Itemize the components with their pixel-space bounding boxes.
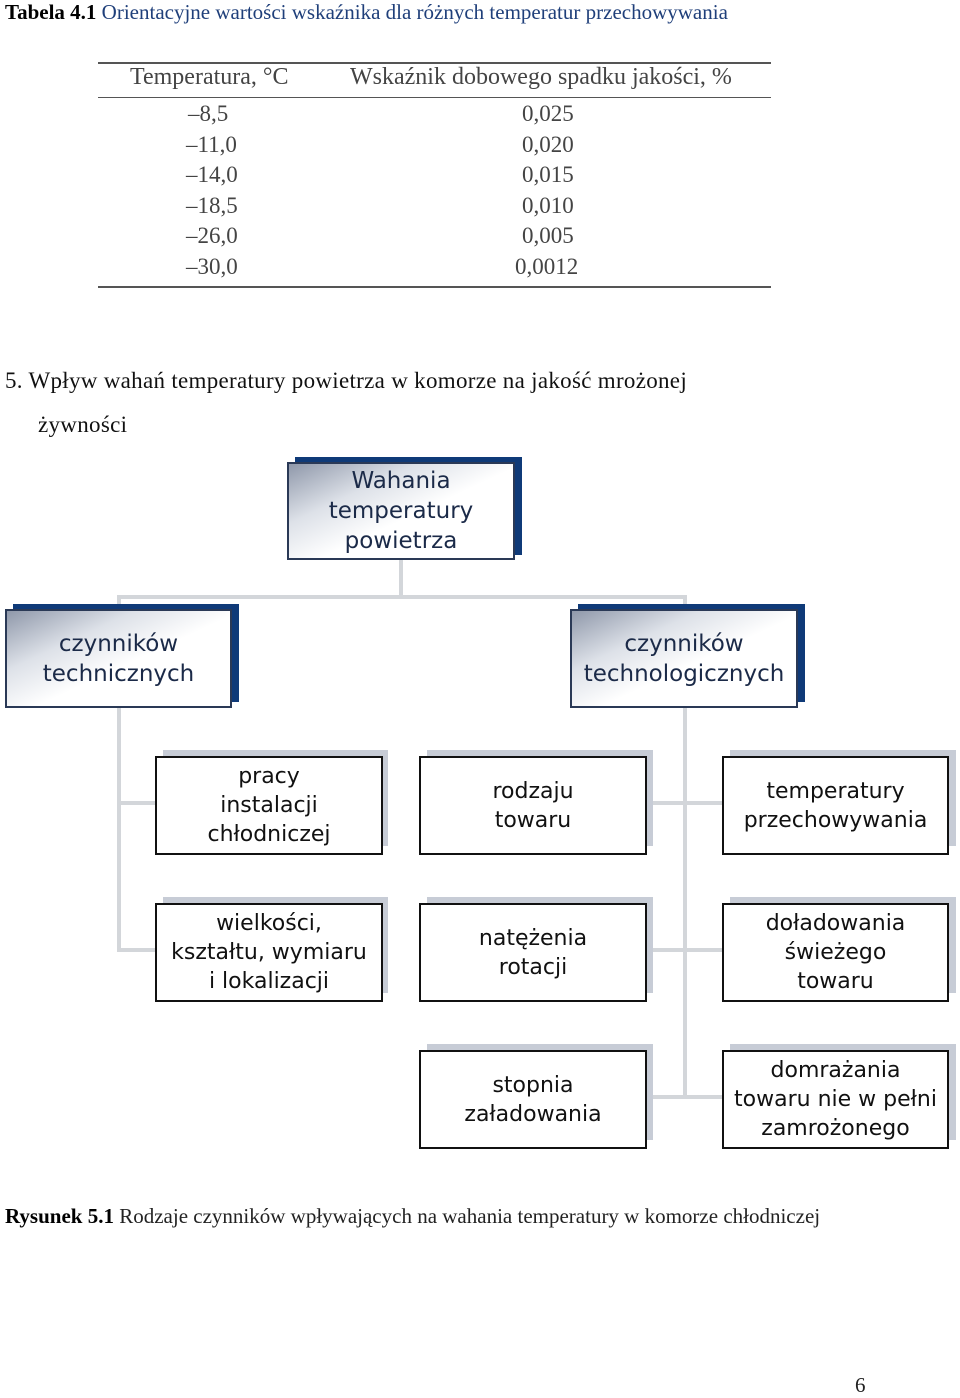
table-header-rule <box>98 97 771 98</box>
table-caption-prefix: Tabela 4.1 <box>5 0 97 24</box>
node-fresh-goods-loading: doładowania świeżego towaru <box>722 903 949 1002</box>
figure-caption: Rysunek 5.1 Rodzaje czynników wpływający… <box>5 1204 820 1229</box>
node-fresh-goods-loading-label: doładowania świeżego towaru <box>765 911 906 994</box>
node-room-size-shape: wielkości, kształtu, wymiaru i lokalizac… <box>155 903 383 1002</box>
level1-connector <box>117 595 687 599</box>
table-cell-temperature: –18,5 <box>186 193 238 218</box>
header-temperature: Temperatura, °C <box>130 64 289 90</box>
table-caption-text: Orientacyjne wartości wskaźnika dla różn… <box>101 0 728 24</box>
technical-spine <box>117 707 121 952</box>
node-technical-factors: czynników technicznych <box>5 609 232 708</box>
technological-branch <box>646 801 724 805</box>
node-loading-degree: stopnia załadowania <box>419 1050 647 1149</box>
node-storage-temperature-label: temperatury przechowywania <box>743 778 928 833</box>
table-cell-index: 0,010 <box>522 193 574 218</box>
technical-branch <box>117 801 157 805</box>
table-cell-index: 0,0012 <box>515 254 579 279</box>
table-cell-index: 0,025 <box>522 101 574 126</box>
page-number: 6 <box>855 1373 866 1397</box>
node-refreezing: domrażania towaru nie w pełni zamrożoneg… <box>722 1050 949 1149</box>
root-node-label: Wahania temperatury powietrza <box>328 468 474 554</box>
table-bottom-rule <box>98 286 771 288</box>
technological-spine <box>683 707 687 1099</box>
root-connector <box>399 560 403 598</box>
node-goods-type-label: rodzaju towaru <box>492 778 574 833</box>
node-goods-type: rodzaju towaru <box>419 756 647 855</box>
table-cell-temperature: –8,5 <box>188 101 229 126</box>
node-refrigeration-operation: pracy instalacji chłodniczej <box>155 756 383 855</box>
node-refreezing-label: domrażania towaru nie w pełni zamrożoneg… <box>734 1058 937 1141</box>
technical-branch <box>117 948 157 952</box>
node-technological-factors-label: czynników technologicznych <box>583 630 785 687</box>
section-heading-line2: żywności <box>38 412 128 437</box>
node-storage-temperature: temperatury przechowywania <box>722 756 949 855</box>
section-heading-line1: 5. Wpływ wahań temperatury powietrza w k… <box>5 368 688 393</box>
table-cell-temperature: –11,0 <box>186 132 237 157</box>
node-technological-factors: czynników technologicznych <box>570 609 798 708</box>
root-node: Wahania temperatury powietrza <box>287 462 515 560</box>
table-top-rule <box>98 62 771 64</box>
node-refrigeration-operation-label: pracy instalacji chłodniczej <box>207 764 331 847</box>
table-caption: Tabela 4.1 Orientacyjne wartości wskaźni… <box>5 0 728 25</box>
node-loading-degree-label: stopnia załadowania <box>464 1072 602 1127</box>
figure-caption-text: Rodzaje czynników wpływających na wahani… <box>119 1204 821 1228</box>
table-cell-temperature: –30,0 <box>186 254 238 279</box>
technological-drop <box>683 595 687 609</box>
header-quality-index: Wskaźnik dobowego spadku jakości, % <box>350 64 732 90</box>
table-cell-index: 0,015 <box>522 162 574 187</box>
table-cell-temperature: –26,0 <box>186 223 238 248</box>
technological-branch <box>646 1095 724 1099</box>
node-technical-factors-label: czynników technicznych <box>42 630 195 687</box>
figure-caption-prefix: Rysunek 5.1 <box>5 1204 114 1228</box>
technical-drop <box>117 595 121 609</box>
node-rotation-intensity: natężenia rotacji <box>419 903 647 1002</box>
node-rotation-intensity-label: natężenia rotacji <box>478 925 588 980</box>
table-cell-index: 0,005 <box>522 223 574 248</box>
technological-branch <box>646 948 724 952</box>
table-cell-index: 0,020 <box>522 132 574 157</box>
node-room-size-shape-label: wielkości, kształtu, wymiaru i lokalizac… <box>171 911 367 994</box>
table-cell-temperature: –14,0 <box>186 162 238 187</box>
